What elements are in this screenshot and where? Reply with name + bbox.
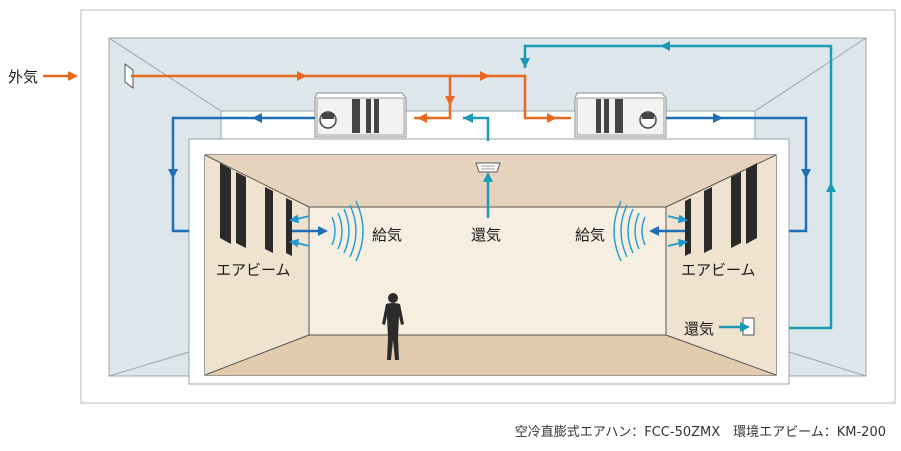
return-air-duct bbox=[463, 44, 833, 330]
supply-air-arrows bbox=[168, 113, 811, 236]
ceiling-return-grille bbox=[475, 162, 501, 173]
return-air-center-label: 還気 bbox=[471, 226, 501, 244]
room bbox=[204, 154, 777, 376]
induced-air-arrows bbox=[288, 214, 689, 248]
ahu-left bbox=[314, 92, 407, 138]
air-beam-left bbox=[220, 163, 292, 256]
outside-air-label: 外気 bbox=[8, 68, 38, 86]
air-beam-right-label: エアビーム bbox=[681, 261, 756, 279]
caption: 空冷直膨式エアハン：FCC-50ZMX 環境エアビーム：KM-200 bbox=[515, 425, 886, 440]
person-silhouette-icon bbox=[382, 293, 404, 360]
ahu-right bbox=[574, 92, 667, 138]
airflow-wave-icon bbox=[331, 200, 646, 262]
return-air-arrows bbox=[463, 41, 836, 332]
supply-air-left-label: 給気 bbox=[372, 226, 402, 244]
air-beam-left-label: エアビーム bbox=[216, 261, 291, 279]
outside-air-arrows bbox=[297, 71, 557, 123]
supply-air-right-label: 給気 bbox=[575, 226, 605, 244]
return-air-right-label: 還気 bbox=[684, 320, 714, 338]
outside-air-inlet bbox=[124, 63, 134, 89]
